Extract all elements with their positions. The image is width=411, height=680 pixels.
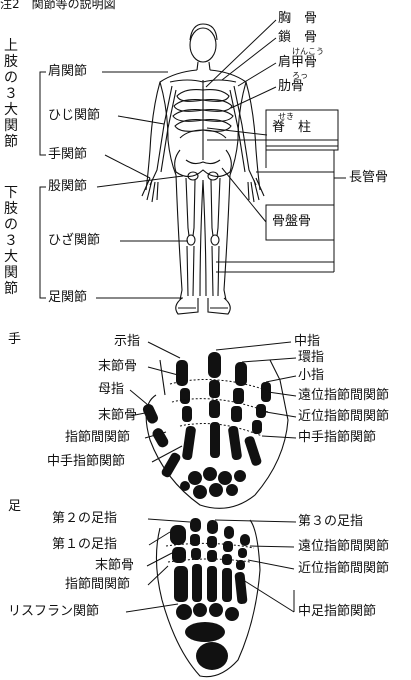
hand-label-dip-joint: 遠位指節間関節 (298, 389, 389, 403)
upper-limb-char: 肢 (4, 54, 18, 70)
foot-label-dip-joint: 遠位指節間関節 (298, 540, 389, 554)
label-long-bone: 長管骨 (349, 171, 388, 185)
lower-limb-char: ３ (4, 233, 18, 249)
upper-limb-char: 関 (4, 118, 18, 134)
label-elbow-joint: ひじ関節 (48, 109, 100, 123)
label-shoulder-joint: 肩関節 (48, 65, 87, 79)
label-hip-joint: 股関節 (48, 180, 87, 194)
lower-limb-char: 肢 (4, 201, 18, 217)
foot-label-distal-phalanx: 末節骨 (95, 559, 134, 573)
label-ankle-joint: 足関節 (48, 291, 87, 305)
hand-label-middle: 中指 (294, 335, 320, 349)
lower-limb-char: 大 (4, 249, 18, 265)
lower-limb-char: の (4, 217, 18, 233)
hand-label-index: 示指 (114, 335, 140, 349)
label-clavicle: 鎖 骨 (278, 31, 317, 45)
label-spine: 脊 柱 (272, 121, 311, 135)
label-pelvis: 骨盤骨 (272, 215, 311, 229)
foot-label-second-toe: 第２の足指 (52, 512, 117, 526)
upper-limb-char: 上 (4, 38, 18, 54)
lower-limb-char: 関 (4, 265, 18, 281)
label-scapula: 肩甲骨 (278, 56, 317, 70)
hand-title: 手 (8, 333, 21, 347)
upper-limb-char: の (4, 70, 18, 86)
foot-label-pip-joint: 近位指節間関節 (298, 562, 389, 576)
hand-label-little: 小指 (298, 369, 324, 383)
lower-limb-char: 節 (4, 281, 18, 297)
upper-limb-char: ３ (4, 86, 18, 102)
foot-title: 足 (8, 500, 21, 514)
hand-illustration (130, 342, 296, 508)
label-knee-joint: ひざ関節 (48, 234, 100, 248)
label-wrist-joint: 手関節 (48, 148, 87, 162)
skeleton-figure (142, 24, 264, 314)
hand-label-ring: 環指 (298, 351, 324, 365)
hand-label-distal-phalanx-thumb: 末節骨 (98, 409, 137, 423)
label-sternum: 胸 骨 (278, 12, 317, 26)
foot-label-lisfranc-joint: リスフラン関節 (8, 605, 99, 619)
lower-limb-group-label: 下 肢 の ３ 大 関 節 (4, 185, 18, 297)
upper-limb-char: 大 (4, 102, 18, 118)
hand-label-mcp-joint-thumb: 中手指節関節 (47, 455, 125, 469)
hand-label-distal-phalanx: 末節骨 (98, 360, 137, 374)
hand-label-ip-joint: 指節間関節 (65, 431, 130, 445)
label-rib: 肋骨 (278, 80, 304, 94)
upper-limb-group-label: 上 肢 の ３ 大 関 節 (4, 38, 18, 150)
hand-label-pip-joint: 近位指節間関節 (298, 410, 389, 424)
upper-limb-char: 節 (4, 134, 18, 150)
foot-label-third-toe: 第３の足指 (298, 515, 363, 529)
hand-label-thumb: 母指 (98, 383, 124, 397)
foot-label-mtp-joint: 中足指節関節 (298, 605, 376, 619)
foot-label-ip-joint: 指節間関節 (65, 578, 130, 592)
foot-label-first-toe: 第１の足指 (52, 538, 117, 552)
foot-illustration (126, 518, 296, 677)
hand-label-mcp-joint: 中手指節関節 (298, 431, 376, 445)
lower-limb-char: 下 (4, 185, 18, 201)
